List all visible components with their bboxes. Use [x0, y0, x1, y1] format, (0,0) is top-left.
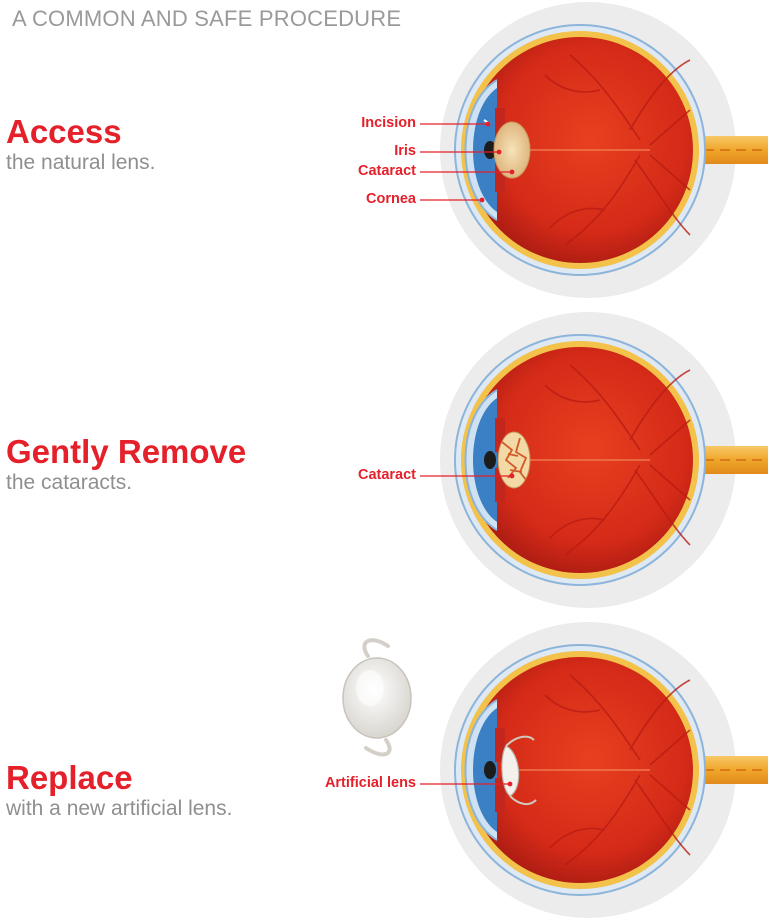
label-cataract: Cataract — [357, 467, 416, 483]
label-cornea: Cornea — [366, 191, 416, 207]
label-iris: Iris — [394, 143, 416, 159]
label-cataract: Cataract — [357, 163, 416, 179]
step-title: Access — [6, 113, 122, 150]
step-gently-remove: Gently Remove the cataracts. — [6, 434, 246, 496]
label-artificial-lens: Artificial lens — [324, 775, 416, 791]
step-title: Replace — [6, 759, 133, 796]
label-incision: Incision — [361, 115, 416, 131]
step-title: Gently Remove — [6, 433, 247, 470]
intraocular-lens-icon — [342, 638, 412, 757]
step-subtitle: with a new artificial lens. — [6, 797, 233, 820]
step-access: Access the natural lens. — [6, 114, 155, 176]
cataract-lens — [493, 121, 531, 179]
step-replace: Replace with a new artificial lens. — [6, 760, 232, 822]
page-header: A COMMON AND SAFE PROCEDURE — [12, 6, 402, 31]
step-subtitle: the natural lens. — [6, 151, 156, 174]
step-subtitle: the cataracts. — [6, 471, 133, 494]
